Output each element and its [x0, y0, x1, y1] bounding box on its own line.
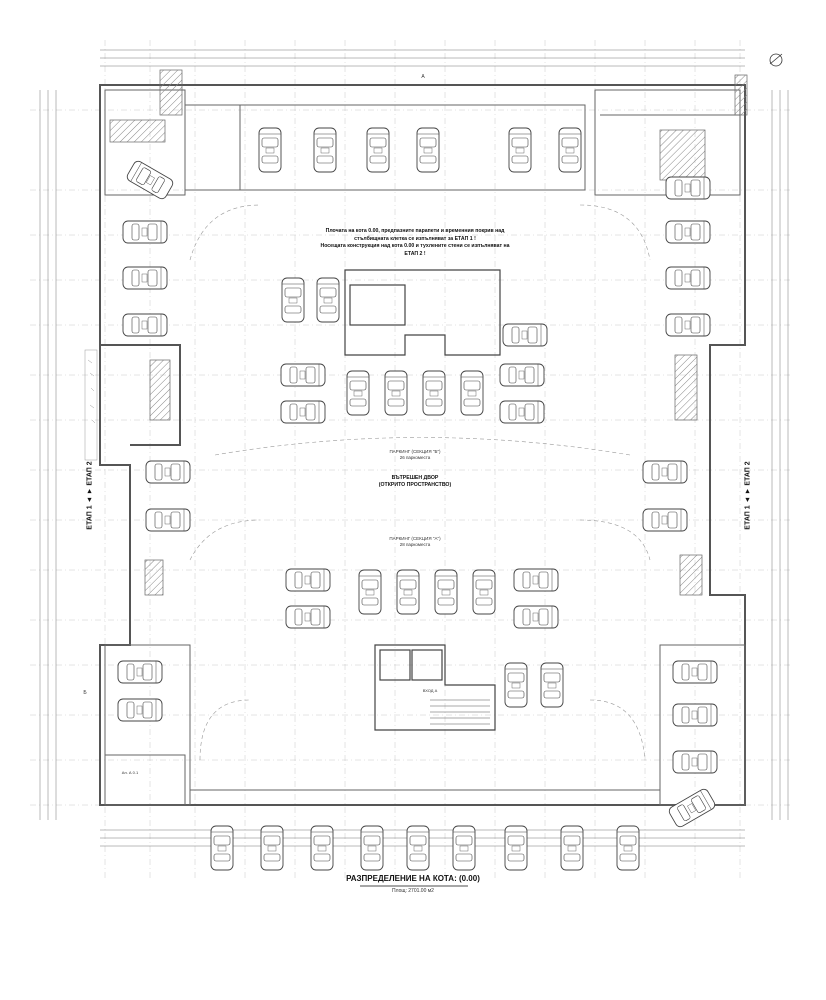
building-walls — [99, 84, 746, 806]
parked-car — [666, 787, 718, 829]
parked-car — [416, 127, 440, 173]
top-note-line-1: Плочата на кота 0.00, предпазните парапе… — [325, 228, 505, 234]
parked-car — [504, 825, 528, 871]
parked-car — [122, 313, 168, 337]
parked-car — [313, 127, 337, 173]
parked-car — [560, 825, 584, 871]
parking-b-label: ПАРКИНГ (СЕКЦИЯ "Б") 26 паркоместа — [345, 449, 485, 461]
parked-car — [396, 569, 420, 615]
section-mark-a: A — [421, 74, 425, 80]
parked-car — [122, 220, 168, 244]
parked-car — [384, 370, 408, 416]
parked-car — [145, 508, 191, 532]
parked-car — [260, 825, 284, 871]
parked-car — [513, 568, 559, 592]
parked-car — [281, 277, 305, 323]
parked-car — [406, 825, 430, 871]
parked-car — [642, 460, 688, 484]
turning-arcs — [189, 204, 651, 761]
parked-car — [422, 370, 446, 416]
parked-car — [665, 266, 711, 290]
top-note: Плочата на кота 0.00, предпазните парапе… — [290, 228, 540, 258]
parked-car — [285, 568, 331, 592]
parked-car — [124, 159, 176, 201]
section-mark-b: Б — [83, 690, 87, 696]
staircase — [430, 699, 490, 725]
parked-car — [258, 127, 282, 173]
parking-a-title: ПАРКИНГ (СЕКЦИЯ "А") — [389, 536, 441, 541]
parking-b-title: ПАРКИНГ (СЕКЦИЯ "Б") — [389, 449, 441, 454]
inner-walls — [104, 89, 746, 806]
parked-car — [122, 266, 168, 290]
plan-subtitle: Площ: 2701.00 м2 — [392, 888, 434, 894]
parked-car — [358, 569, 382, 615]
top-note-line-3: Носещата конструкция над кота 0.00 и тух… — [320, 243, 510, 250]
parked-car — [513, 605, 559, 629]
parked-car — [145, 460, 191, 484]
parked-car — [665, 176, 711, 200]
parked-car — [472, 569, 496, 615]
entrance-label: ВХОД А — [422, 688, 438, 693]
parked-car — [499, 400, 545, 424]
parking-b-count: 26 паркоместа — [399, 455, 431, 460]
parked-car — [346, 370, 370, 416]
room-label: Ап. А 0.1 — [121, 770, 139, 775]
central-core — [344, 269, 501, 731]
stage-label-left: ЕТАП 1 ◄ ► ЕТАП 2 — [86, 461, 94, 530]
parked-car — [460, 370, 484, 416]
courtyard-title: ВЪТРЕШЕН ДВОР — [391, 475, 439, 481]
parked-car — [366, 127, 390, 173]
parked-car — [117, 698, 163, 722]
parked-car — [508, 127, 532, 173]
parked-car — [504, 662, 528, 708]
parked-car — [285, 605, 331, 629]
parked-car — [434, 569, 458, 615]
parked-car — [452, 825, 476, 871]
parked-car — [665, 220, 711, 244]
parked-car — [499, 363, 545, 387]
parked-car — [210, 825, 234, 871]
parked-car — [310, 825, 334, 871]
parked-car — [360, 825, 384, 871]
stage-label-right: ЕТАП 1 ◄ ► ЕТАП 2 — [744, 461, 752, 530]
parked-car — [117, 660, 163, 684]
hatched-ramps — [109, 69, 748, 596]
plan-title: РАЗПРЕДЕЛЕНИЕ НА КОТА: (0.00) — [346, 874, 480, 883]
parked-car — [540, 662, 564, 708]
parked-car — [672, 660, 718, 684]
parked-car — [672, 703, 718, 727]
parked-car — [672, 750, 718, 774]
parked-car — [280, 400, 326, 424]
north-arrow-icon — [769, 53, 783, 67]
parked-car — [616, 825, 640, 871]
parked-car — [642, 508, 688, 532]
parked-car — [502, 323, 548, 347]
landscaping — [84, 349, 98, 461]
courtyard-subtitle: (ОТКРИТО ПРОСТРАНСТВО) — [378, 482, 452, 488]
top-note-line-2: стълбищната клетка се изпълняват за ЕТАП… — [354, 235, 476, 242]
parked-car — [665, 313, 711, 337]
parked-car — [558, 127, 582, 173]
parked-car — [280, 363, 326, 387]
parking-a-label: ПАРКИНГ (СЕКЦИЯ "А") 28 паркоместа — [345, 536, 485, 548]
courtyard-label: ВЪТРЕШЕН ДВОР (ОТКРИТО ПРОСТРАНСТВО) — [345, 475, 485, 489]
parking-a-count: 28 паркоместа — [399, 542, 431, 547]
parked-car — [316, 277, 340, 323]
top-note-line-4: ЕТАП 2 ! — [404, 250, 426, 257]
